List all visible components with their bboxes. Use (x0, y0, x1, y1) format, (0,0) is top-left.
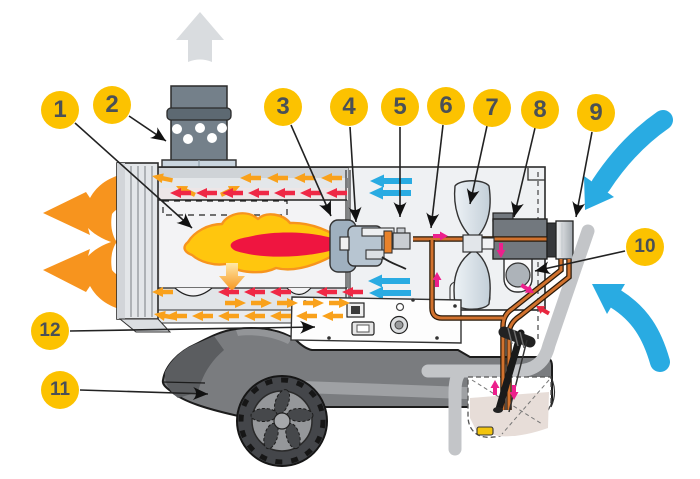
callout-5: 5 (381, 88, 419, 126)
callout-6: 6 (427, 87, 465, 125)
flame (183, 212, 350, 291)
callout-leader-lines (69, 115, 626, 401)
callout-5-label: 5 (393, 93, 407, 120)
outlet-grille (116, 162, 172, 333)
burner-assembly (329, 219, 411, 273)
cold-air-in-arrow-icon (584, 110, 673, 372)
exhaust-up-arrow-icon (176, 12, 224, 62)
handle-frame (421, 224, 595, 456)
wheel (236, 375, 328, 467)
fuel-pickup (493, 326, 536, 413)
callout-10-label: 10 (634, 236, 656, 257)
callout-6-label: 6 (439, 92, 453, 119)
callout-2: 2 (93, 86, 131, 124)
photocell (365, 249, 385, 260)
callout-4: 4 (330, 88, 368, 126)
fuel-pump (546, 220, 574, 260)
callout-8-label: 8 (533, 96, 547, 123)
callout-9: 9 (577, 94, 615, 132)
callout-11: 11 (41, 371, 79, 409)
callout-1: 1 (41, 91, 79, 129)
callout-3-label: 3 (276, 93, 290, 120)
callout-12: 12 (31, 312, 69, 350)
control-box (290, 296, 462, 344)
drain-cap (476, 426, 494, 436)
fan (453, 180, 495, 310)
callout-7: 7 (473, 89, 511, 127)
callout-11-label: 11 (49, 379, 71, 400)
callout-10: 10 (626, 228, 664, 266)
callout-1-label: 1 (53, 96, 67, 123)
callout-4-label: 4 (342, 93, 356, 120)
solenoid-valve (392, 232, 411, 250)
callout-7-label: 7 (485, 94, 499, 121)
callout-9-label: 9 (589, 99, 603, 126)
callout-12-label: 12 (39, 320, 61, 341)
heat-glow-down-arrow-icon (219, 263, 245, 291)
callout-8: 8 (521, 91, 559, 129)
callout-3: 3 (264, 88, 302, 126)
nozzle (339, 236, 350, 251)
callout-2-label: 2 (105, 91, 119, 118)
